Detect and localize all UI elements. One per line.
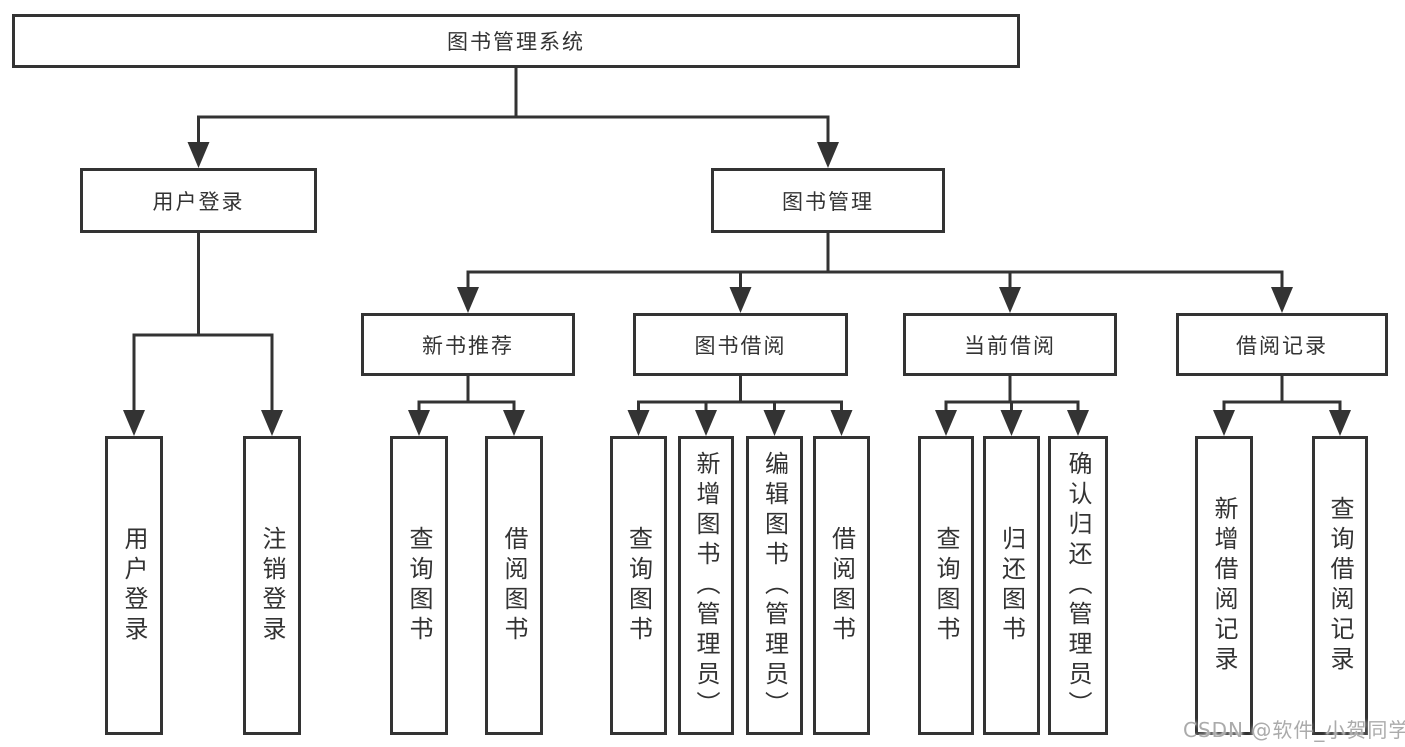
arrowhead — [695, 410, 717, 436]
node-label-cb-return-books: 归还图书 — [997, 525, 1026, 646]
node-label-nb-borrow-books: 借阅图书 — [500, 525, 528, 646]
node-bb-query-books: 查询图书 — [610, 436, 667, 735]
node-label-cb-confirm-return: 确认归还（管理员） — [1064, 450, 1092, 721]
arrowhead — [503, 410, 525, 436]
arrowhead — [1067, 410, 1089, 436]
node-current-borrow: 当前借阅 — [903, 313, 1117, 376]
arrowhead — [187, 142, 210, 168]
node-label-system-root: 图书管理系统 — [447, 30, 585, 54]
node-label-current-borrow: 当前借阅 — [964, 333, 1056, 358]
watermark: CSDN @软件_小贺同学 — [1183, 718, 1405, 742]
node-br-add-record: 新增借阅记录 — [1195, 436, 1253, 735]
node-new-book-rec: 新书推荐 — [361, 313, 575, 376]
node-label-user-login: 用户登录 — [152, 189, 245, 214]
node-bb-edit-books: 编辑图书（管理员） — [746, 436, 803, 735]
node-label-login-action: 用户登录 — [120, 525, 148, 646]
arrowhead — [627, 410, 650, 436]
connector-book-borrow — [627, 374, 853, 436]
node-borrow-records: 借阅记录 — [1176, 313, 1388, 376]
connector-user-login — [123, 231, 283, 436]
arrowhead — [999, 287, 1021, 313]
arrowhead — [935, 410, 957, 436]
arrowhead — [457, 287, 479, 313]
arrowhead — [830, 410, 853, 436]
node-label-bb-edit-books: 编辑图书（管理员） — [760, 450, 789, 721]
connector-system-root — [187, 66, 839, 168]
connector-current-borrow — [935, 374, 1089, 436]
node-user-login: 用户登录 — [80, 168, 317, 233]
arrowhead — [1271, 287, 1293, 313]
node-label-bb-add-books: 新增图书（管理员） — [692, 450, 720, 721]
connector-new-book-rec — [408, 374, 525, 436]
node-label-bb-borrow-books: 借阅图书 — [827, 525, 856, 646]
node-nb-query-books: 查询图书 — [390, 436, 448, 735]
node-label-logout-action: 注销登录 — [258, 525, 286, 646]
node-nb-borrow-books: 借阅图书 — [485, 436, 543, 735]
arrowhead — [408, 410, 430, 436]
node-label-br-query-record: 查询借阅记录 — [1326, 495, 1354, 676]
node-label-br-add-record: 新增借阅记录 — [1210, 495, 1238, 676]
node-login-action: 用户登录 — [105, 436, 163, 735]
arrowhead — [1329, 410, 1351, 436]
arrowhead — [729, 287, 752, 313]
node-book-borrow: 图书借阅 — [633, 313, 848, 376]
node-label-new-book-rec: 新书推荐 — [422, 333, 514, 358]
node-book-mgmt: 图书管理 — [711, 168, 945, 233]
arrowhead — [123, 410, 145, 436]
node-cb-return-books: 归还图书 — [983, 436, 1040, 735]
node-cb-query-books: 查询图书 — [918, 436, 974, 735]
arrowhead — [1000, 410, 1023, 436]
node-bb-add-books: 新增图书（管理员） — [678, 436, 734, 735]
node-label-book-borrow: 图书借阅 — [694, 333, 787, 358]
node-label-bb-query-books: 查询图书 — [624, 525, 653, 646]
node-br-query-record: 查询借阅记录 — [1312, 436, 1368, 735]
arrowhead — [261, 410, 283, 436]
node-system-root: 图书管理系统 — [12, 14, 1020, 68]
arrowhead — [763, 410, 786, 436]
connector-book-mgmt — [457, 231, 1293, 313]
connector-borrow-records — [1213, 374, 1351, 436]
node-bb-borrow-books: 借阅图书 — [813, 436, 870, 735]
arrowhead — [817, 142, 839, 168]
arrowhead — [1213, 410, 1235, 436]
node-label-book-mgmt: 图书管理 — [782, 189, 874, 214]
node-logout-action: 注销登录 — [243, 436, 301, 735]
node-label-borrow-records: 借阅记录 — [1236, 333, 1328, 358]
node-label-nb-query-books: 查询图书 — [405, 525, 433, 646]
node-cb-confirm-return: 确认归还（管理员） — [1048, 436, 1108, 735]
node-label-cb-query-books: 查询图书 — [932, 525, 960, 646]
